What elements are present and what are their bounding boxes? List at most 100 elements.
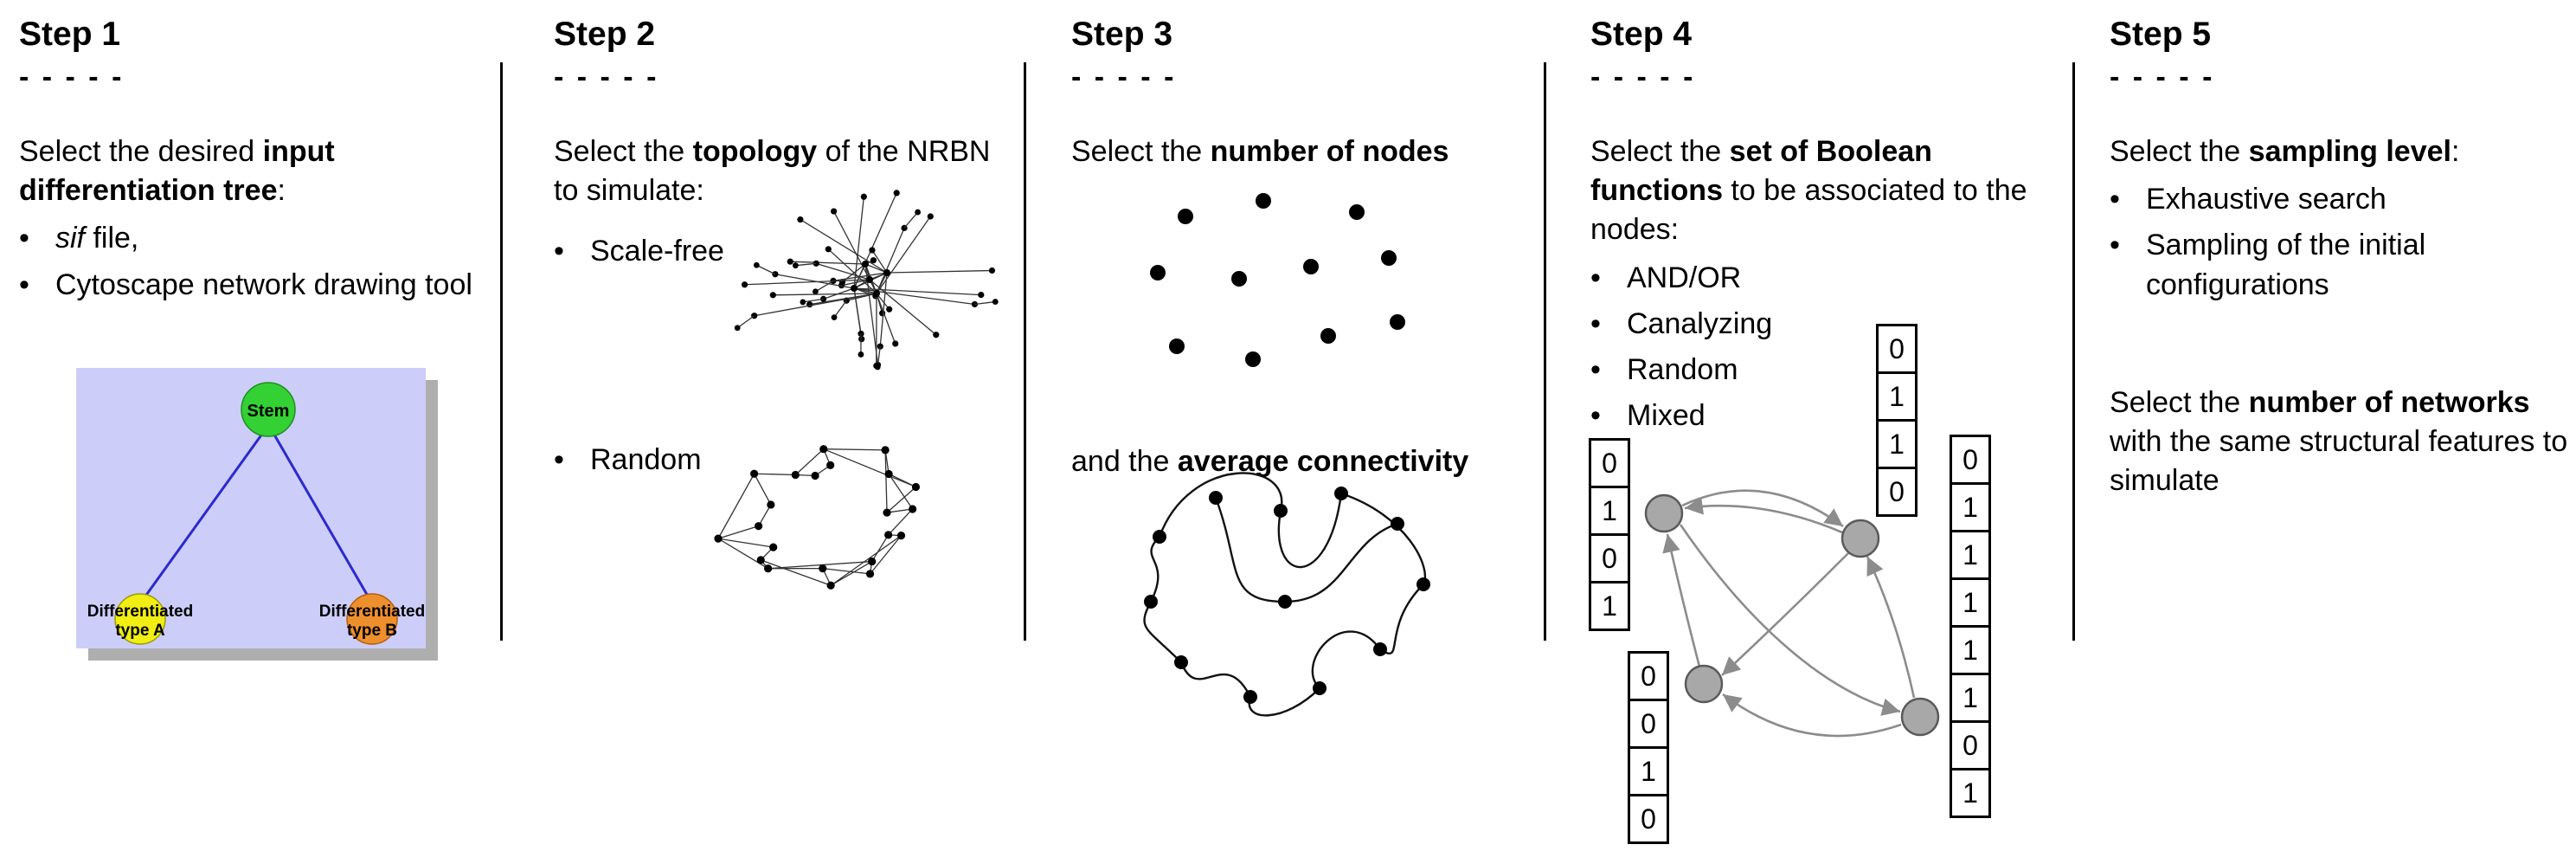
network-node [838,282,845,289]
network-node [877,343,883,350]
truth-cell: 1 [1628,746,1669,796]
network-node [767,500,775,509]
truth-cell: 1 [1950,530,1991,580]
network-edge [768,560,872,570]
network-edge [974,300,996,306]
network-edge [717,538,768,570]
truth-cell: 1 [1950,768,1991,818]
type-a-label-line2: type A [115,622,165,640]
network-edge [756,264,776,275]
network-edge [822,567,870,575]
list-item-text: Random [1627,353,1738,387]
list-item: • Mixed [1590,396,2062,435]
network-edge [754,473,772,506]
network-node [734,325,741,332]
network-node [753,261,760,268]
truth-cell: 0 [1950,720,1991,770]
intro-bold: average connectivity [1177,445,1469,478]
tangle-edges [1143,472,1426,717]
list-item-text: file, [85,222,139,255]
sif-italic: sif [55,222,85,255]
network-edge [830,535,902,586]
network-node [811,471,819,480]
step-5-paragraph-2: Select the number of networks with the s… [2110,384,2568,501]
network-edge [823,448,886,451]
boolean-node [1684,664,1724,704]
network-node [866,276,873,283]
network-edge [816,262,870,280]
list-item-text: Sampling of the initial configurations [2146,229,2426,301]
dash-separator: - - - - - [554,61,659,93]
intro-bold: input differentiation tree [19,135,335,208]
list-item: • Canalyzing [1590,305,2062,344]
column-divider [1544,62,1546,641]
network-edge [884,449,888,513]
network-node [769,543,778,551]
step-title: Step 1 [19,16,121,53]
intro-text: and the [1071,445,1178,478]
network-node [870,257,877,264]
intro-text: to be associated to the nodes: [1590,174,2027,247]
intro-text: Select the [1071,135,1211,168]
network-edge [888,508,914,536]
truth-cell: 0 [1950,435,1991,485]
intro-text: : [277,174,286,208]
dash-separator: - - - - - [2110,61,2215,93]
type-b-label-line2: type B [347,622,397,640]
intro-text: Select the [2110,386,2249,419]
network-node [755,522,763,531]
network-node [741,281,748,288]
network-node [881,446,890,455]
connectivity-network-graphic [1143,472,1430,717]
step-2-column: Step 2 - - - - - Select the topology of … [554,16,1008,476]
boolean-node [1900,697,1940,737]
network-node [909,505,917,513]
bullet-icon: • [2110,229,2120,262]
column-divider [500,62,503,641]
type-b-node [346,593,398,645]
network-node [868,557,877,566]
list-item: • Cytoscape network drawing tool [19,266,493,305]
network-node [865,570,875,578]
network-node [883,269,890,276]
network-edge [736,315,755,329]
nodes-scatter-graphic [1150,193,1405,367]
step-3-column: Step 3 - - - - - Select the number of no… [1071,16,1534,478]
truth-cell: 1 [1950,577,1991,628]
step-1-column: Step 1 - - - - - Select the desired inpu… [19,16,493,305]
network-edge [879,272,888,347]
scatter-dots [1150,193,1405,367]
regulation-arrows [1662,489,1916,738]
regulation-arrow [1722,693,1902,738]
type-a-label-line1: Differentiated [87,603,193,621]
tree-edge-a [138,429,267,604]
network-edge [717,525,759,539]
dash-separator: - - - - - [19,61,125,93]
column-divider [1024,62,1026,641]
network-edge [876,228,905,294]
truth-cell: 0 [1876,324,1918,374]
network-edge [830,561,872,586]
stem-node [241,382,296,437]
truth-cell: 1 [1876,419,1918,469]
truth-cell: 1 [1589,486,1630,536]
network-node [764,564,773,573]
list-item-text: Random [590,443,702,476]
network-edge [841,279,870,287]
network-node [826,461,835,469]
network-node [915,209,922,216]
network-node [978,292,985,299]
truth-cell: 1 [1950,625,1991,675]
network-edge [853,287,981,296]
step-title: Step 5 [2110,16,2212,53]
network-edge [833,210,870,280]
list-item-text: AND/OR [1627,261,1742,294]
step-1-intro: Select the desired input differentiation… [19,132,493,210]
network-edge [717,538,774,548]
network-edge [794,448,825,475]
